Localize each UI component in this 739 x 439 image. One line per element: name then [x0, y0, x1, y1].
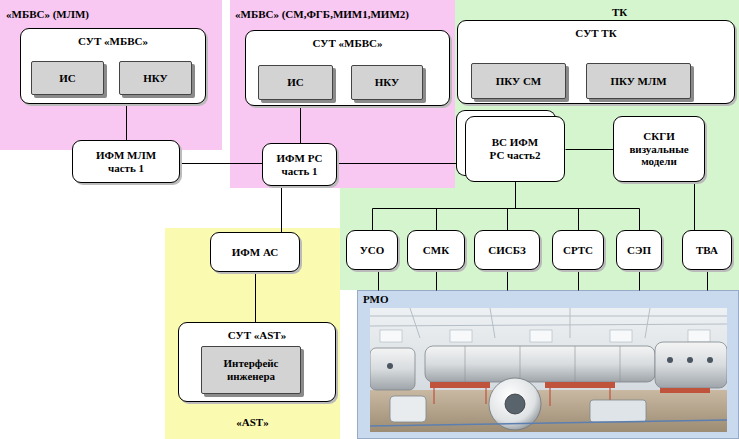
connector-line — [126, 105, 127, 141]
interface-box: ИФМ МЛМ часть 1 — [72, 140, 180, 183]
interface-box: ИФМ РС часть 1 — [262, 143, 337, 186]
box-title: СУТ «МБВС» — [21, 35, 205, 48]
device-box: ТВА — [682, 230, 732, 270]
connector-line — [300, 107, 301, 144]
module-long — [425, 346, 655, 382]
region-fill — [357, 290, 739, 439]
simulator-hall-photo — [370, 308, 727, 432]
docking-port — [505, 394, 525, 414]
box-label: ПКУ СМ — [496, 75, 541, 88]
box-label: НКУ — [375, 76, 399, 89]
region-outline — [340, 0, 739, 290]
complex-region: ТК СУТ ТК ПКУ СМ ПКУ МЛМ ВС ИФМ РС часть2 СКГ… — [340, 0, 739, 290]
connector-line — [378, 271, 379, 291]
connector-line — [436, 271, 437, 291]
connector-line — [338, 163, 466, 164]
connector-line — [707, 271, 708, 291]
region-title: «AST» — [165, 416, 340, 429]
device-box: СМК — [407, 230, 465, 270]
device-box: СРТС — [552, 230, 604, 270]
system-region: «МБВС» (СМ,ФГБ,МИМ1,МИМ2) СУТ «МБВС» ИС НКУ… — [230, 0, 455, 188]
box-label: СИСБЗ — [488, 244, 526, 257]
connector-line — [181, 163, 263, 164]
subsystem-box: НКУ — [351, 65, 423, 100]
hall-windows — [380, 330, 710, 342]
box-label: ИФМ АС — [232, 246, 278, 259]
connector-line — [639, 271, 640, 291]
box-title: СУТ «МБВС» — [246, 37, 449, 50]
system-region: «МБВС» (МЛМ) СУТ «МБВС» ИС НКУ — [0, 0, 222, 150]
box-label: ИС — [59, 72, 76, 85]
box-label: ИФМ РС часть 1 — [269, 152, 331, 177]
device-box: УСО — [346, 230, 398, 270]
module-right — [655, 342, 727, 388]
device-box: СЭП — [616, 230, 662, 270]
box-label: ИС — [287, 76, 304, 89]
computer-box: ВС ИФМ РС часть2 — [465, 116, 565, 182]
hall-wall — [370, 308, 727, 432]
box-label: ПКУ МЛМ — [610, 75, 666, 88]
box-title: СУТ «AST» — [179, 329, 335, 342]
node-module-sphere — [489, 378, 541, 430]
region-title: РМО — [363, 293, 388, 306]
box-title: СУТ ТК — [458, 27, 734, 40]
connector-line — [507, 271, 508, 291]
box-label: НКУ — [143, 72, 167, 85]
box-label: СМК — [423, 244, 449, 257]
floor-stripes — [370, 420, 727, 426]
box-label: ВС ИФМ РС часть2 — [485, 136, 545, 161]
hall-floor — [370, 390, 727, 432]
control-system-box: СУТ «AST» Интерфейс инженера — [178, 322, 336, 402]
equipment-rack — [590, 400, 646, 422]
control-system-box: СУТ ТК ПКУ СМ ПКУ МЛМ — [457, 20, 735, 104]
console-box: ПКУ МЛМ — [586, 63, 691, 99]
connector-line — [566, 149, 614, 150]
box-label: СКГИ визуальные модели — [619, 130, 699, 168]
connector-line — [694, 183, 695, 231]
console-module — [390, 396, 426, 422]
console-box: ПКУ СМ — [471, 63, 566, 99]
connector-line — [578, 271, 579, 291]
subsystem-box: ИС — [258, 65, 333, 100]
interface-box: ИФМ АС — [210, 232, 300, 272]
module-rings — [465, 346, 620, 382]
box-label: Интерфейс инженера — [206, 357, 296, 382]
connector-line — [255, 273, 256, 323]
subsystem-box: НКУ — [119, 61, 192, 95]
control-system-box: СУТ «МБВС» ИС НКУ — [20, 28, 206, 104]
visual-model-box: СКГИ визуальные модели — [613, 116, 705, 182]
control-system-box: СУТ «МБВС» ИС НКУ — [245, 30, 450, 106]
box-label: ТВА — [696, 244, 718, 257]
device-box: СИСБЗ — [474, 230, 540, 270]
subsystem-box: ИС — [31, 61, 104, 95]
region-title: «МБВС» (СМ,ФГБ,МИМ1,МИМ2) — [235, 8, 409, 21]
module-left — [370, 348, 415, 390]
module-portholes — [387, 357, 713, 369]
engineer-interface-box: Интерфейс инженера — [201, 346, 301, 394]
box-label: СЭП — [627, 244, 651, 257]
region-title: ТК — [612, 6, 627, 19]
system-region: «AST» ИФМ АС СУТ «AST» Интерфейс инженера — [165, 228, 340, 439]
box-label: УСО — [360, 244, 385, 257]
region-title: «МБВС» (МЛМ) — [6, 8, 89, 21]
access-platforms — [430, 382, 710, 393]
box-label: СРТС — [563, 244, 593, 257]
box-label: ИФМ МЛМ часть 1 — [90, 149, 162, 174]
connector-line — [281, 187, 282, 233]
workplace-region: РМО — [357, 290, 739, 439]
